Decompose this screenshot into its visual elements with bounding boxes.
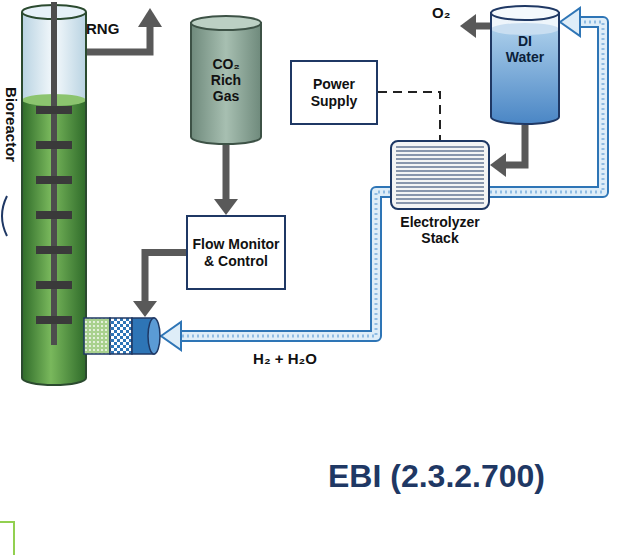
tank-body [191,23,261,144]
impeller-blade [36,106,72,114]
connector [490,125,525,177]
tank-top [191,16,261,30]
stack-cell [396,186,484,187]
impeller-blade [36,176,72,184]
arrow-line [145,253,186,304]
stack-cell [396,202,484,203]
pipe-wall [179,192,390,336]
impeller-blade [36,246,72,254]
stack-frame [391,141,489,209]
node-label: Flow Monitor & Control [190,236,282,268]
connector [133,253,186,318]
sparger-membrane [110,318,132,354]
connector [161,192,390,350]
node-label: DI Water [497,33,553,65]
pipe-wall [490,22,603,192]
sparger-cap [148,318,160,354]
arrowhead [133,301,157,317]
stack-cell [396,174,484,175]
water-tank: DI Water [490,5,560,125]
impeller-blade [36,211,72,219]
gas-outlet-arrowhead [138,8,162,27]
flow-label: H₂ + H₂O [253,350,317,367]
connector [490,8,603,192]
impeller-blade [36,316,72,324]
electrolyzer-body [390,140,490,210]
stack-cell [396,170,484,171]
agitator-shaft [51,2,57,345]
boundary-shape [0,0,625,540]
arrow-line [223,145,230,201]
tank-body [491,13,559,124]
stream-label: RNG [86,20,119,37]
impeller-blade [36,141,72,149]
stack-cell [396,158,484,159]
edge-fragment [0,522,14,555]
stack-cell [396,150,484,151]
stack-cell [396,166,484,167]
pipe-texture [490,22,603,192]
tank-top [491,6,559,20]
pipe-arrowhead [560,8,580,36]
node-label: Bioreactor [2,65,19,185]
water-fill [491,29,559,124]
stack-cell [396,190,484,191]
oxygen-vent-arrowhead [460,14,476,38]
pipe-bore [490,22,603,192]
pipe-texture [179,192,390,336]
stream-label: O₂ [432,4,450,21]
pipe-arrowhead [161,322,181,350]
bioreactor: Bioreactor [0,0,165,392]
electrolyzer-stack: Electrolyzer Stack [390,140,490,210]
power-line [378,92,440,140]
arrow-line [504,125,525,165]
process-box: Power Supply [290,60,378,125]
tank-outline [491,13,559,124]
node-label: CO₂ Rich Gas [199,56,253,104]
connector [214,145,238,215]
system-title: EBI (2.3.2.700) [328,458,545,495]
process-box: Flow Monitor & Control [186,215,286,290]
stack-cell [396,182,484,183]
edge-fragment [2,196,7,236]
connector [378,92,440,140]
sparger-diffuser [84,318,110,354]
pipe-bore [179,192,390,336]
gas-tank: CO₂ Rich Gas [190,15,262,145]
node-label: Electrolyzer Stack [384,214,496,246]
stack-cell [396,146,484,147]
stack-cell [396,194,484,195]
impeller-blade [36,281,72,289]
stack-cell [396,162,484,163]
oxygen-vent-arrow [474,23,490,30]
arrowhead [214,199,238,215]
stack-cell [396,154,484,155]
node-label: Power Supply [294,76,374,108]
stack-cell [396,198,484,199]
arrowhead [490,153,506,177]
bioreactor-vessel [0,0,165,392]
stack-cell [396,178,484,179]
